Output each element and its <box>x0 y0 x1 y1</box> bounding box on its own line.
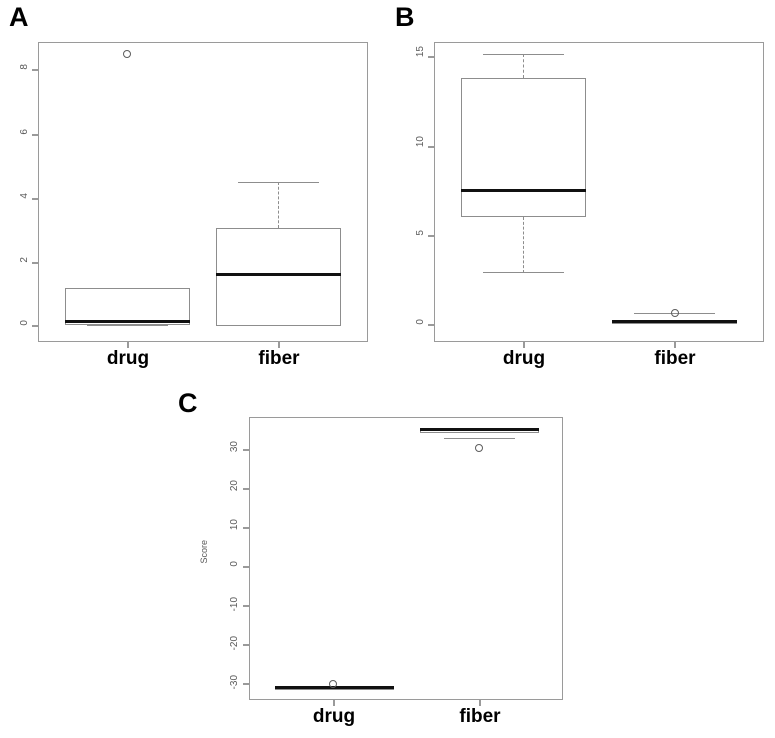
panel-c-ytick-mark-neg30 <box>243 683 249 685</box>
panel-a-ytick-label-2: 2 <box>19 257 30 263</box>
panel-c-whisker-cap-low-fiber <box>444 438 515 440</box>
panel-a-box-drug <box>65 288 190 325</box>
panel-a-box-fiber <box>216 228 341 326</box>
panel-a-whisker-cap-low-drug <box>87 325 168 327</box>
panel-a-xtick-label-drug: drug <box>106 348 150 369</box>
panel-c-ytick-mark-neg10 <box>243 605 249 607</box>
panel-c-xtick-label-drug: drug <box>312 706 356 727</box>
panel-c-ytick-label-0: 0 <box>229 561 240 567</box>
panel-a-xtick-label-fiber: fiber <box>258 348 300 369</box>
panel-c-ytick-label-10: 10 <box>229 519 240 531</box>
panel-b-letter: B <box>395 2 415 32</box>
panel-a-whisker-line-high-fiber <box>278 182 279 228</box>
panel-c-ytick-mark-20 <box>243 488 249 490</box>
panel-c-ytick-mark-0 <box>243 566 249 568</box>
panel-a-median-drug <box>65 320 190 323</box>
panel-a-ytick-label-6: 6 <box>19 129 30 135</box>
panel-b-xtick-mark-fiber <box>674 342 676 348</box>
panel-a-xtick-mark-drug <box>127 342 129 348</box>
panel-c-ytick-label-neg20: -20 <box>229 636 240 651</box>
panel-b-box-drug <box>461 78 586 217</box>
panel-c-median-fiber <box>420 428 539 431</box>
panel-b-ytick-label-0: 0 <box>415 319 426 325</box>
panel-b-outlier-fiber <box>671 309 679 317</box>
panel-c-xtick-label-fiber: fiber <box>459 706 501 727</box>
panel-b-median-fiber <box>612 320 737 323</box>
panel-a-plot-frame <box>38 42 368 342</box>
panel-a-outlier-drug <box>123 50 131 58</box>
panel-b-xtick-mark-drug <box>523 342 525 348</box>
panel-b-ytick-mark-10 <box>428 146 434 148</box>
panel-c-ytick-mark-neg20 <box>243 644 249 646</box>
panel-a-ytick-mark-8 <box>32 69 38 71</box>
panel-c-plot-frame <box>249 417 563 700</box>
panel-c-ytick-label-30: 30 <box>229 441 240 453</box>
panel-c-ytick-label-neg10: -10 <box>229 597 240 612</box>
panel-c-y-axis-title: Score <box>199 540 209 564</box>
panel-a-ytick-mark-4 <box>32 198 38 200</box>
panel-b-whisker-line-high-drug <box>523 54 524 78</box>
panel-b-median-drug <box>461 189 586 192</box>
panel-c-ytick-mark-10 <box>243 527 249 529</box>
panel-b-ytick-label-5: 5 <box>415 230 426 236</box>
panel-b-ytick-label-10: 10 <box>415 136 426 148</box>
panel-c-xtick-mark-drug <box>333 700 335 706</box>
panel-a-whisker-cap-high-fiber <box>238 182 319 184</box>
panel-a-xtick-mark-fiber <box>278 342 280 348</box>
panel-b-xtick-label-drug: drug <box>502 348 546 369</box>
panel-c-xtick-mark-fiber <box>479 700 481 706</box>
panel-b-ytick-mark-0 <box>428 324 434 326</box>
panel-a-median-fiber <box>216 273 341 276</box>
panel-b-plot-frame <box>434 42 764 342</box>
panel-b-xtick-label-fiber: fiber <box>654 348 696 369</box>
panel-a-ytick-label-8: 8 <box>19 64 30 70</box>
panel-a-ytick-label-0: 0 <box>19 320 30 326</box>
panel-c-letter: C <box>178 388 198 418</box>
panel-c-ytick-label-neg30: -30 <box>229 675 240 690</box>
panel-c-ytick-label-20: 20 <box>229 480 240 492</box>
panel-a-letter: A <box>9 2 29 32</box>
panel-b-ytick-label-15: 15 <box>415 46 426 58</box>
panel-b-ytick-mark-5 <box>428 235 434 237</box>
panel-b-ytick-mark-15 <box>428 56 434 58</box>
panel-a-ytick-label-4: 4 <box>19 193 30 199</box>
panel-a-ytick-mark-0 <box>32 325 38 327</box>
panel-b-whisker-cap-low-drug <box>483 272 564 274</box>
panel-a-ytick-mark-6 <box>32 134 38 136</box>
panel-b-whisker-line-low-drug <box>523 217 524 273</box>
panel-a-ytick-mark-2 <box>32 262 38 264</box>
panel-c-outlier-fiber <box>475 444 483 452</box>
panel-c-ytick-mark-30 <box>243 449 249 451</box>
panel-c-outlier-drug <box>329 680 337 688</box>
